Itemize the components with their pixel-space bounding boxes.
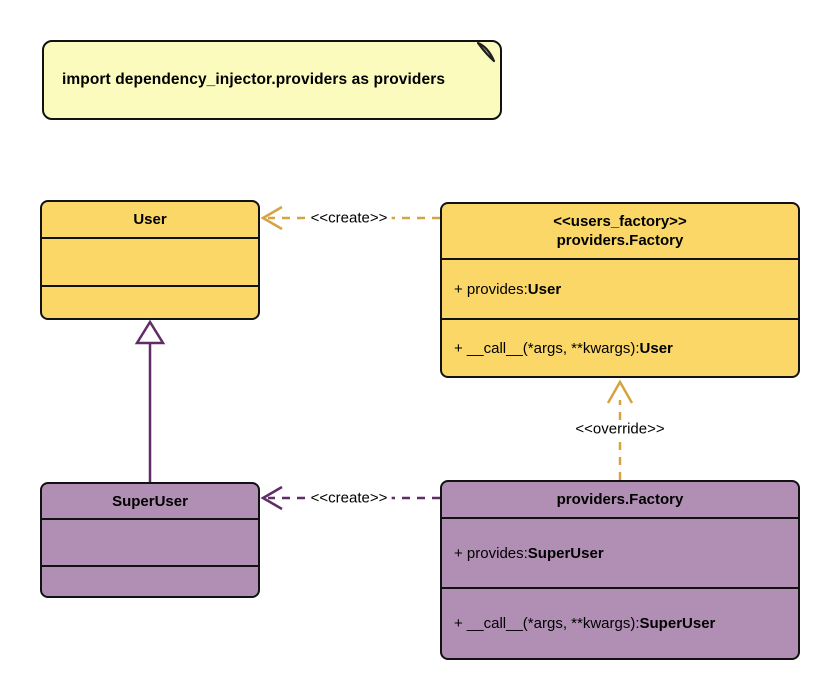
hollow-triangle-arrowhead-icon [134,319,166,345]
create-edge-label: <<create>> [306,209,392,227]
class-box-users-factory: <<users_factory>> providers.Factory + pr… [440,202,800,378]
class-title-superuser: SuperUser [112,492,188,510]
class-user-attributes-compartment [42,237,258,285]
override-edge-label: <<override>> [571,420,669,438]
superuser-factory-provides-attr: + provides: SuperUser [442,517,798,587]
superuser-factory-call-method: + __call__(*args, **kwargs): SuperUser [442,587,798,658]
class-title-superuser-factory: providers.Factory [556,491,684,508]
class-box-user: User [40,200,260,320]
class-box-superuser: SuperUser [40,482,260,598]
inheritance-arrow [134,319,166,482]
users-factory-call-method: + __call__(*args, **kwargs): User [442,318,798,376]
class-user-methods-compartment [42,285,258,318]
folded-corner-icon [476,41,496,63]
class-title-user: User [133,211,167,228]
users-factory-provides-attr: + provides: User [442,258,798,318]
create-edge-label: <<create>> [306,489,392,507]
class-superuser-methods-compartment [42,565,258,596]
import-note: import dependency_injector.providers as … [42,40,502,120]
class-superuser-attributes-compartment [42,518,258,565]
open-arrowhead-icon [260,485,283,511]
import-note-text: import dependency_injector.providers as … [62,71,446,88]
open-arrowhead-icon [606,379,634,404]
stereotype-users-factory: <<users_factory>> [553,213,687,230]
class-box-superuser-factory: providers.Factory + provides: SuperUser … [440,480,800,660]
class-title-users-factory: <<users_factory>> providers.Factory [553,213,687,249]
open-arrowhead-icon [260,205,283,231]
